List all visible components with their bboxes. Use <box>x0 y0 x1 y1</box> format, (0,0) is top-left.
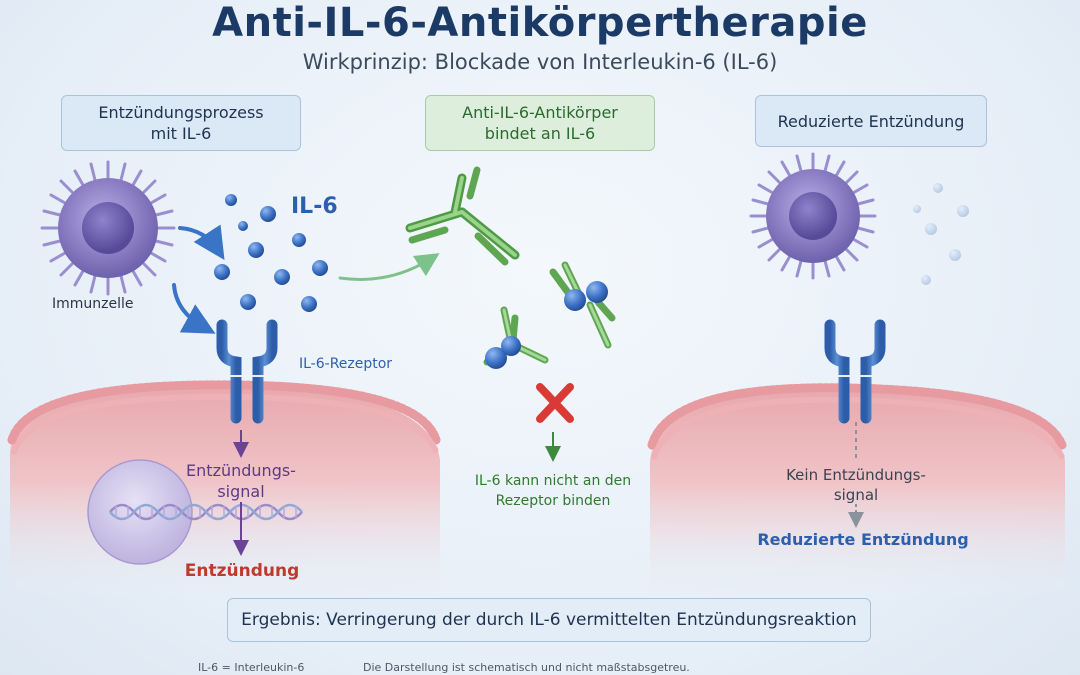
antibody-bound-2 <box>483 306 549 369</box>
block-x-icon <box>536 383 574 423</box>
footer-abbreviation: IL-6 = Interleukin-6 <box>198 661 305 674</box>
il6-molecules-right <box>913 183 969 285</box>
reduced-inflammation-label: Reduzierte Entzündung <box>757 530 969 549</box>
panel-right-header: Reduzierte Entzündung <box>755 95 987 147</box>
panel-middle-header: Anti-IL-6-Antikörper bindet an IL-6 <box>425 95 655 151</box>
immune-cell-left <box>40 160 176 296</box>
page-title: Anti-IL-6-Antikörpertherapie <box>212 0 868 46</box>
signal-label: Entzündungs- signal <box>186 461 296 501</box>
page-subtitle: Wirkprinzip: Blockade von Interleukin-6 … <box>302 50 778 74</box>
result-box: Ergebnis: Verringerung der durch IL-6 ve… <box>227 598 871 642</box>
antibody-bound-1 <box>549 261 616 349</box>
immune-cell-label: Immunzelle <box>52 296 134 312</box>
inflammation-label: Entzündung <box>184 561 300 581</box>
dna-helix <box>109 503 303 521</box>
footer-note: Die Darstellung ist schematisch und nich… <box>363 661 690 674</box>
il6-molecules-left <box>214 194 328 312</box>
panel-left-header: Entzündungsprozess mit IL-6 <box>61 95 301 151</box>
blocked-label: IL-6 kann nicht an den Rezeptor binden <box>474 473 632 509</box>
il6-receptor-left <box>216 319 278 424</box>
right-tissue <box>647 383 1067 600</box>
no-signal-label: Kein Entzündungs- signal <box>786 466 926 504</box>
receptor-label: IL-6-Rezeptor <box>299 356 393 372</box>
il6-label: IL-6 <box>291 194 338 219</box>
release-arrows <box>172 224 225 334</box>
transition-arrow <box>338 253 440 281</box>
immune-cell-right <box>749 152 877 280</box>
cell-nucleus <box>87 459 303 565</box>
il6-receptor-right <box>824 319 886 424</box>
antibody-free <box>405 166 520 266</box>
